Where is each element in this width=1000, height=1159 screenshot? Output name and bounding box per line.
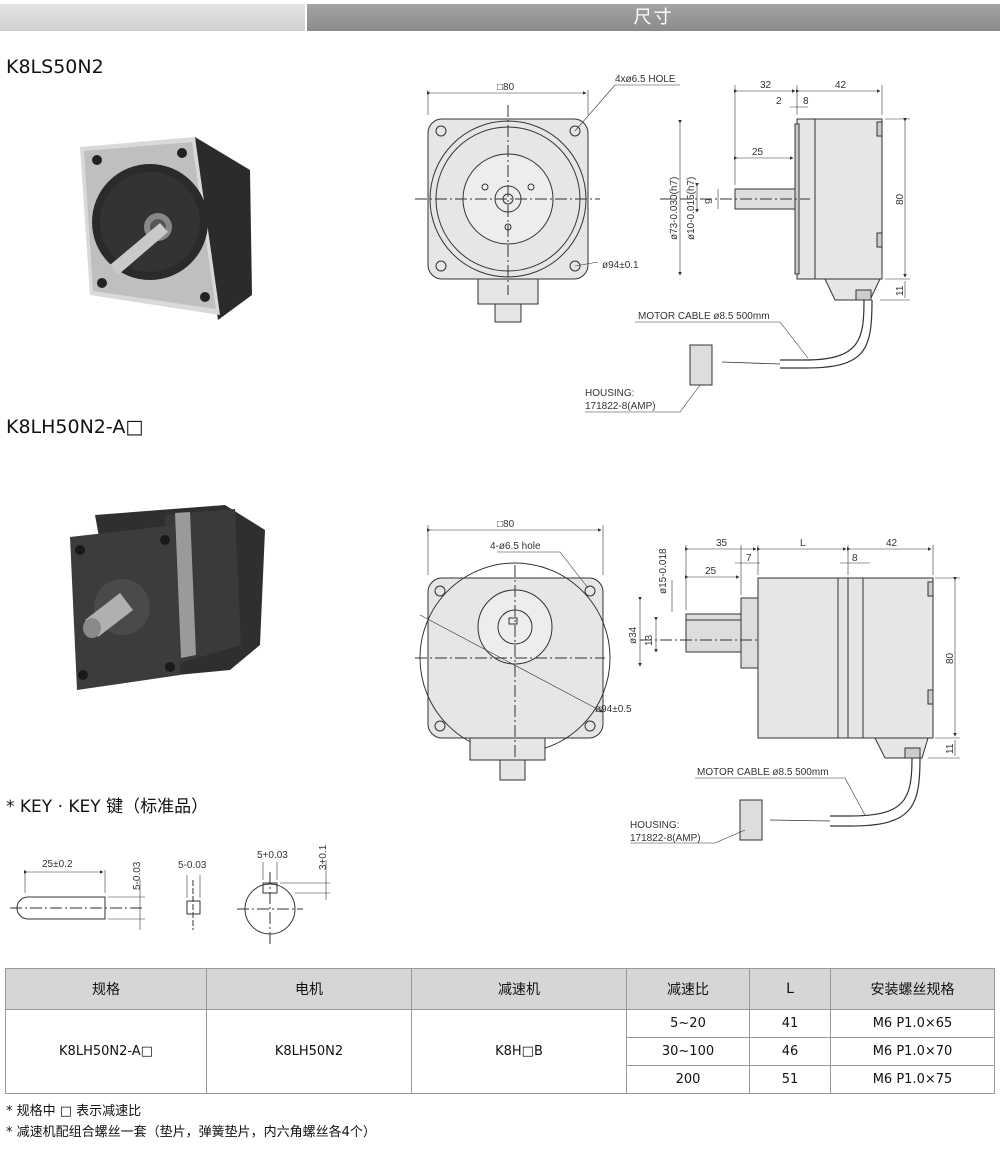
d1-housing-1: HOUSING: [585, 388, 634, 399]
col-gear: 减速机 [411, 968, 627, 1010]
cell-ratio: 200 [626, 1065, 750, 1094]
cell-screw: M6 P1.0×65 [830, 1009, 995, 1038]
d2-phi15: ø15-0.018 [658, 548, 669, 594]
model-2-name: K8LH50N2-A□ [6, 416, 144, 438]
d2-L: L [800, 538, 806, 549]
drawings: □80 4xø6.5 HOLE ø94±0.1 [10, 74, 960, 945]
header-bar-left [0, 4, 305, 31]
d2-housing-1: HOUSING: [630, 820, 679, 831]
d2-8: 8 [852, 553, 858, 564]
d1-square: □80 [497, 82, 515, 93]
drawing-1-side [585, 85, 910, 413]
d2-25: 25 [705, 566, 717, 577]
cell-screw: M6 P1.0×70 [830, 1037, 995, 1066]
cell-screw: M6 P1.0×75 [830, 1065, 995, 1094]
key-len: 25±0.2 [42, 859, 73, 870]
d1-32: 32 [760, 80, 772, 91]
col-spec: 规格 [5, 968, 207, 1010]
key-h: 3+0.1 [318, 844, 329, 870]
d2-35: 35 [716, 538, 728, 549]
motor-photo-2 [70, 505, 265, 690]
cell-motor: K8LH50N2 [206, 1009, 412, 1094]
d2-cable: MOTOR CABLE ø8.5 500mm [697, 767, 829, 778]
note-2: * 减速机配组合螺丝一套（垫片，弹簧垫片，内六角螺丝各4个） [6, 1125, 376, 1140]
table-row: 200 51 M6 P1.0×75 [6, 1065, 995, 1094]
cell-spec: K8LH50N2-A□ [5, 1009, 207, 1094]
cell-gear: K8H□B [411, 1009, 627, 1094]
d2-7: 7 [746, 553, 752, 564]
d1-hole: 4xø6.5 HOLE [615, 74, 676, 85]
d1-9: 9 [704, 198, 715, 204]
col-motor: 电机 [206, 968, 412, 1010]
d1-42: 42 [835, 80, 847, 91]
d2-square: □80 [497, 519, 515, 530]
d1-phi94: ø94±0.1 [602, 260, 639, 271]
table-header-row: 规格 电机 减速机 减速比 L 安装螺丝规格 [5, 968, 995, 1010]
drawing-2-front [415, 525, 611, 781]
d1-11: 11 [895, 285, 906, 296]
d1-phi10: ø10-0.015(h7) [686, 177, 697, 240]
d1-8: 8 [803, 96, 809, 107]
drawing-1-front [415, 84, 680, 323]
d2-hole: 4-ø6.5 hole [490, 541, 541, 552]
d1-25: 25 [752, 147, 764, 158]
d1-80: 80 [895, 193, 906, 205]
table-row: 30~100 46 M6 P1.0×70 [6, 1037, 995, 1066]
d2-80: 80 [945, 652, 956, 664]
col-L: L [749, 968, 831, 1010]
cell-L: 51 [749, 1065, 831, 1094]
section-title: 尺寸 [307, 4, 1000, 31]
d1-housing-2: 171822-8(AMP) [585, 401, 656, 412]
d2-phi34: ø34 [628, 626, 639, 644]
d2-housing-2: 171822-8(AMP) [630, 833, 701, 844]
motor-photo-1 [80, 137, 252, 320]
key-drawings [10, 860, 330, 945]
d1-cable: MOTOR CABLE ø8.5 500mm [638, 311, 770, 322]
spec-table: 规格 电机 减速机 减速比 L 安装螺丝规格 K8LH50N2-A□ K8LH5… [5, 968, 995, 1094]
d2-13: 13 [644, 634, 655, 646]
cell-ratio: 30~100 [626, 1037, 750, 1066]
key-w2: 5-0.03 [178, 860, 207, 871]
key-w1: 5-0.03 [132, 861, 143, 890]
d2-phi94: ø94±0.5 [595, 704, 632, 715]
cell-ratio: 5~20 [626, 1009, 750, 1038]
key-title: * KEY · KEY 键（标准品） [6, 797, 209, 817]
col-screw: 安装螺丝规格 [830, 968, 995, 1010]
d2-11: 11 [945, 743, 956, 754]
table-row: K8LH50N2-A□ K8LH50N2 K8H□B 5~20 41 M6 P1… [5, 1009, 995, 1094]
cell-L: 41 [749, 1009, 831, 1038]
d1-phi73: ø73-0.030(h7) [669, 177, 680, 240]
d1-2: 2 [776, 96, 782, 107]
model-1-name: K8LS50N2 [6, 56, 104, 78]
cell-L: 46 [749, 1037, 831, 1066]
key-w3: 5+0.03 [257, 850, 288, 861]
note-1: * 规格中 □ 表示减速比 [6, 1104, 142, 1119]
drawing-2-side [630, 545, 960, 844]
col-ratio: 减速比 [626, 968, 750, 1010]
d2-42: 42 [886, 538, 898, 549]
